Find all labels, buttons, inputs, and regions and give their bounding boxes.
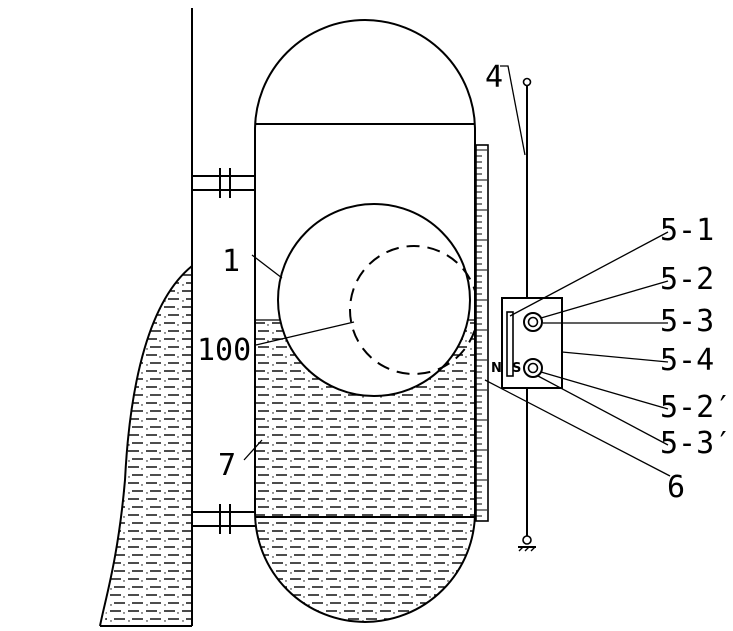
lower-connecting-pipe <box>192 504 256 534</box>
label-7: 7 <box>218 448 236 483</box>
label-5-2: 5-2 <box>660 262 714 297</box>
upper-connecting-pipe <box>192 168 256 198</box>
main-tank-liquid <box>105 266 192 626</box>
lower-roller-inner <box>527 362 539 374</box>
indicator-unit: N S <box>491 297 563 389</box>
upper-roller-inner <box>527 316 539 328</box>
vessel-outline <box>254 19 476 623</box>
scale-ruler <box>475 144 489 522</box>
label-4: 4 <box>485 60 503 95</box>
guide-rod-bottom-pin <box>522 535 532 545</box>
leader-lines <box>243 65 671 477</box>
label-5-2-prime: 5-2′ <box>660 390 732 425</box>
magnet-strip <box>506 311 514 377</box>
pole-s-label: S <box>512 361 521 376</box>
main-tank <box>99 8 193 627</box>
label-100: 100 <box>197 333 251 368</box>
main-tank-outer-wall <box>99 265 193 627</box>
label-5-3: 5-3 <box>660 304 714 339</box>
label-5-1: 5-1 <box>660 213 714 248</box>
guide-rod-top-pin <box>522 77 532 87</box>
label-5-4: 5-4 <box>660 343 714 378</box>
ruler-ticks <box>476 149 487 517</box>
label-1: 1 <box>222 244 240 279</box>
pole-n-label: N <box>491 361 502 376</box>
label-6: 6 <box>667 470 685 505</box>
labels: 4 5-1 5-2 5-3 5-4 5-2′ 5-3′ 6 1 100 7 <box>197 60 732 505</box>
label-5-3-prime: 5-3′ <box>660 426 732 461</box>
